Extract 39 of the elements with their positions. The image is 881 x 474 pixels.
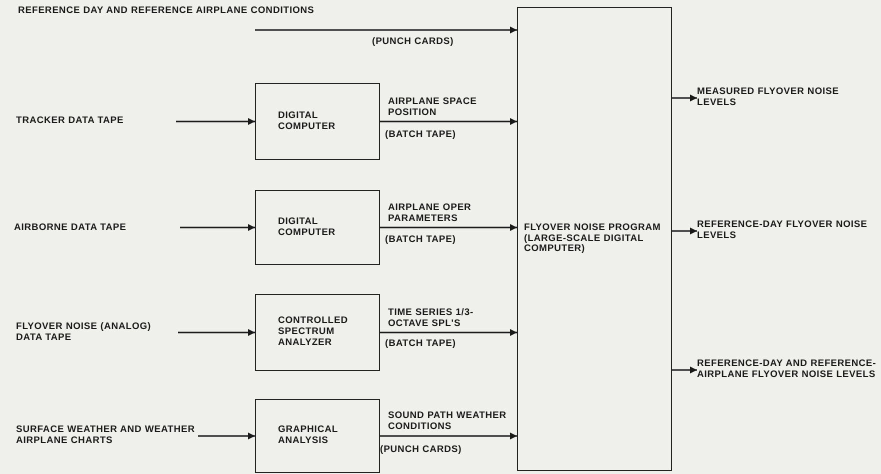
edge-label: TIME SERIES 1/3-OCTAVE SPL'S (388, 308, 475, 330)
program-box (517, 7, 672, 471)
edge-label: AIRPLANE SPACE POSITION (388, 96, 478, 118)
box-text: FLYOVER NOISE PROGRAM (LARGE-SCALE DIGITAL COMPUTER) (524, 222, 662, 256)
arrow (672, 94, 697, 102)
box-text: DIGITAL COMPUTER (278, 110, 337, 132)
output-label: REFERENCE-DAY AND REFERENCE-AIRPLANE FLYOVER NOISE LEVELS (697, 350, 877, 390)
arrow (255, 26, 517, 34)
process-box (255, 190, 380, 265)
arrow (380, 432, 517, 440)
edge-label: SOUND PATH WEATHER CONDITIONS (388, 411, 508, 433)
arrow (380, 224, 517, 231)
box-text: DIGITAL COMPUTER (278, 216, 337, 238)
arrow (176, 118, 255, 125)
edge-label: AIRPLANE OPER PARAMETERS (388, 202, 472, 224)
arrow (198, 432, 255, 440)
box-text: CONTROLLED SPECTRUM ANALYZER (278, 316, 349, 349)
input-label: FLYOVER NOISE (ANALOG) DATA TAPE (16, 316, 178, 350)
media-label: (BATCH TAPE) (385, 235, 456, 246)
arrow (672, 366, 697, 374)
arrow (178, 329, 255, 336)
input-label: SURFACE WEATHER AND WEATHER AIRPLANE CHARTS (16, 417, 198, 455)
arrow (180, 224, 255, 231)
media-label: (PUNCH CARDS) (372, 37, 454, 48)
input-label: TRACKER DATA TAPE (16, 113, 176, 129)
output-label: MEASURED FLYOVER NOISE LEVELS (697, 84, 867, 112)
process-box (255, 83, 380, 160)
box-text: GRAPHICAL ANALYSIS (278, 425, 339, 447)
media-label: (BATCH TAPE) (385, 339, 456, 350)
arrow (380, 118, 517, 125)
input-label: AIRBORNE DATA TAPE (14, 220, 180, 236)
process-box (255, 294, 380, 371)
arrow (380, 329, 517, 336)
process-box (255, 399, 380, 473)
media-label: (BATCH TAPE) (385, 130, 456, 141)
arrow (672, 228, 697, 234)
output-label: REFERENCE-DAY FLYOVER NOISE LEVELS (697, 217, 877, 245)
input-label: REFERENCE DAY AND REFERENCE AIRPLANE CONDITIONS (18, 6, 488, 30)
media-label: (PUNCH CARDS) (380, 445, 462, 456)
